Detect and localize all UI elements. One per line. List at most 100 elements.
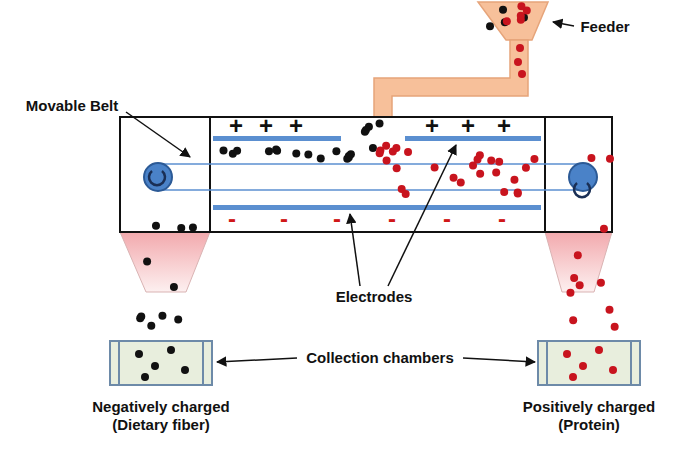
- particle: [152, 222, 160, 230]
- particle: [265, 147, 273, 155]
- particle: [517, 2, 525, 10]
- movable-belt: [144, 163, 597, 197]
- particle: [170, 283, 178, 291]
- particle: [569, 316, 577, 324]
- particle: [158, 312, 166, 320]
- particle: [492, 168, 500, 176]
- separator-housing: [120, 117, 612, 232]
- particle: [147, 322, 155, 330]
- plus-sign: +: [425, 112, 439, 140]
- feeder-label: Feeder: [580, 18, 629, 35]
- particle: [177, 224, 185, 232]
- particle: [514, 189, 522, 197]
- particle: [595, 346, 603, 354]
- particle: [167, 346, 175, 354]
- particle: [332, 147, 340, 155]
- particle: [174, 316, 182, 324]
- electrodes-label: Electrodes: [336, 288, 413, 305]
- leader-lines: [126, 22, 574, 362]
- particle: [609, 366, 617, 374]
- particle: [292, 150, 300, 158]
- plus-sign: +: [497, 112, 511, 140]
- particle: [606, 306, 614, 314]
- plus-sign: +: [259, 112, 273, 140]
- particle: [220, 147, 228, 155]
- particle: [569, 373, 577, 381]
- particle: [383, 156, 391, 164]
- particle: [143, 258, 151, 266]
- minus-sign: -: [443, 205, 451, 233]
- particle: [516, 44, 524, 52]
- collection-chamber: Positively charged (Protein): [509, 340, 669, 434]
- particle: [369, 144, 377, 152]
- particle: [570, 274, 578, 282]
- particle: [362, 126, 370, 134]
- particle: [611, 323, 619, 331]
- particle: [151, 362, 159, 370]
- particle: [530, 155, 538, 163]
- particle: [233, 147, 241, 155]
- particle: [514, 189, 522, 197]
- particle: [517, 12, 525, 20]
- plus-sign: +: [229, 112, 243, 140]
- particle: [135, 350, 143, 358]
- particles: [136, 2, 618, 330]
- particle: [606, 155, 614, 163]
- particle: [402, 190, 410, 198]
- chambers-label: Collection chambers: [306, 349, 454, 366]
- minus-sign: -: [228, 205, 236, 233]
- particle: [522, 164, 530, 172]
- chamber-drawing: [109, 340, 213, 386]
- particle: [600, 225, 608, 233]
- particle: [376, 149, 384, 157]
- particle: [392, 144, 400, 152]
- particle: [404, 148, 412, 156]
- chamber-box: [109, 340, 213, 386]
- minus-sign: -: [498, 205, 506, 233]
- particle: [566, 289, 574, 297]
- particle: [514, 58, 522, 66]
- particle: [476, 170, 484, 178]
- chamber-box: [537, 340, 641, 386]
- plus-sign: +: [289, 112, 303, 140]
- particle: [499, 6, 507, 14]
- particle: [487, 157, 495, 165]
- belt-label: Movable Belt: [26, 97, 119, 114]
- particle: [376, 120, 384, 128]
- particle: [500, 188, 508, 196]
- minus-sign: -: [388, 205, 396, 233]
- particle: [450, 174, 458, 182]
- particle: [563, 350, 571, 358]
- particle: [272, 146, 280, 154]
- particle: [181, 366, 189, 374]
- particle: [510, 176, 518, 184]
- particle: [576, 281, 584, 289]
- particle: [137, 313, 145, 321]
- electrodes: [213, 136, 541, 210]
- particle: [503, 17, 511, 25]
- particle: [587, 154, 595, 162]
- particle: [518, 70, 526, 78]
- minus-sign: -: [333, 205, 341, 233]
- chamber-drawing: [537, 340, 641, 386]
- particle: [317, 154, 325, 162]
- particle: [495, 158, 503, 166]
- particle: [597, 279, 605, 287]
- particle: [347, 150, 355, 158]
- feeder: [374, 2, 548, 117]
- particle: [431, 164, 439, 172]
- particle: [141, 373, 149, 381]
- left-funnel: [120, 232, 210, 292]
- chamber-caption: Positively charged (Protein): [509, 398, 669, 434]
- minus-sign: -: [280, 205, 288, 233]
- particle: [382, 142, 390, 150]
- particle: [393, 164, 401, 172]
- particle: [579, 362, 587, 370]
- particle: [304, 151, 312, 159]
- particle: [457, 178, 465, 186]
- particle: [189, 224, 197, 232]
- particle: [486, 22, 494, 30]
- right-funnel: [545, 232, 612, 292]
